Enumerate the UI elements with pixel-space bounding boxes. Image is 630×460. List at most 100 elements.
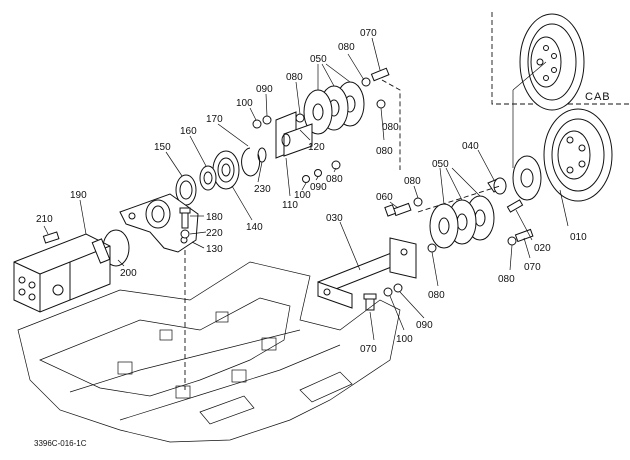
washer-080-mid-right <box>427 243 437 253</box>
callout-220: 220 <box>206 228 223 239</box>
callout-090-a: 090 <box>256 84 273 95</box>
leader-070-top <box>371 37 381 71</box>
bolt-070-lower-right <box>514 228 534 243</box>
callout-100-b: 100 <box>294 190 311 201</box>
callout-060: 060 <box>376 192 393 203</box>
shaft-030 <box>317 237 417 309</box>
tractor-frame <box>17 261 401 443</box>
leader-210 <box>43 225 49 235</box>
leader-170 <box>217 123 249 147</box>
leader-120 <box>299 129 311 141</box>
callout-050-right: 050 <box>432 159 449 170</box>
cab-label: CAB <box>585 91 611 103</box>
leader-050-right-a <box>439 167 445 205</box>
callout-230: 230 <box>254 184 271 195</box>
bolt-070-top <box>370 67 390 82</box>
bolt-060 <box>384 202 412 217</box>
callout-070-right: 070 <box>524 262 541 273</box>
callout-080-d: 080 <box>326 174 343 185</box>
callout-140: 140 <box>246 222 263 233</box>
callout-090-c: 090 <box>416 320 433 331</box>
pulley-010 <box>543 108 613 202</box>
leader-070-bottom <box>369 311 375 341</box>
bearing-140 <box>212 150 240 190</box>
hydraulic-pump-190 <box>13 233 111 313</box>
leader-080-b <box>295 81 301 115</box>
cab-pulley <box>519 13 585 111</box>
leader-070-right <box>523 237 531 259</box>
callout-080-h: 080 <box>382 122 399 133</box>
leader-080-f <box>509 244 513 271</box>
leader-080-g <box>431 251 439 287</box>
washer-100-mid <box>302 175 310 183</box>
leader-080-d <box>333 167 337 173</box>
snap-ring-170 <box>241 147 261 177</box>
leader-020 <box>515 209 533 241</box>
pulley-center-line <box>512 61 547 91</box>
callout-200: 200 <box>120 268 137 279</box>
callout-120: 120 <box>308 142 325 153</box>
callout-100-a: 100 <box>236 98 253 109</box>
washer-220 <box>180 229 190 239</box>
leader-050-upper-c <box>325 63 351 83</box>
callout-110: 110 <box>282 200 298 211</box>
bracket-130 <box>119 193 199 253</box>
callout-080-a: 080 <box>338 42 355 53</box>
washer-080-upper-right <box>376 99 386 109</box>
leader-230 <box>257 161 263 183</box>
callout-190: 190 <box>70 190 87 201</box>
leader-220 <box>189 231 207 235</box>
bolt-210 <box>42 231 60 244</box>
leader-080-a <box>347 53 365 81</box>
collar-040 <box>487 177 507 195</box>
leader-200 <box>117 259 125 267</box>
leader-140 <box>231 185 253 221</box>
callout-080-f: 080 <box>498 274 515 285</box>
washer-100-bottom <box>383 287 393 297</box>
hub-adaptor <box>512 155 542 201</box>
leader-080-e <box>413 185 419 199</box>
callout-160: 160 <box>180 126 197 137</box>
callout-070-bottom: 070 <box>360 344 377 355</box>
washer-080-right-top <box>413 197 423 207</box>
hub-110 <box>275 111 313 159</box>
spacer-160 <box>199 165 217 191</box>
leader-060 <box>389 201 399 209</box>
bolt-180 <box>179 207 191 229</box>
leader-090-a <box>265 93 268 117</box>
leader-050-right-b <box>445 167 463 201</box>
leader-050-right-c <box>451 167 481 197</box>
callout-080-c: 080 <box>376 146 393 157</box>
callout-040: 040 <box>462 141 479 152</box>
callout-130: 130 <box>206 244 223 255</box>
leader-110 <box>285 157 291 197</box>
washer-080-mid <box>331 160 341 170</box>
leader-030 <box>339 221 361 271</box>
callout-020: 020 <box>534 243 551 254</box>
washer-080-lower-right <box>507 236 517 246</box>
leader-130 <box>191 241 205 249</box>
washer-080-upper-left <box>295 113 305 123</box>
callout-080-b: 080 <box>286 72 303 83</box>
bolt-020 <box>506 199 524 213</box>
callout-050-upper: 050 <box>310 54 327 65</box>
callout-070-top: 070 <box>360 28 377 39</box>
callout-150: 150 <box>154 142 171 153</box>
bolt-100-upper <box>252 115 272 129</box>
leader-090-b <box>315 176 319 181</box>
dashed-axis-upper <box>381 79 401 170</box>
callout-100-c: 100 <box>396 334 413 345</box>
callout-170: 170 <box>206 114 223 125</box>
leader-050-upper-b <box>321 63 335 87</box>
leader-100-b <box>301 182 307 191</box>
coupling-discs-upper <box>303 81 365 135</box>
callout-080-g: 080 <box>428 290 445 301</box>
callout-180: 180 <box>206 212 223 223</box>
nut-090-bottom <box>393 283 403 293</box>
leader-040 <box>477 149 495 181</box>
leader-090-c <box>399 291 425 319</box>
coupling-discs-right <box>429 195 495 249</box>
leader-150 <box>165 151 183 177</box>
leader-010 <box>559 189 569 227</box>
